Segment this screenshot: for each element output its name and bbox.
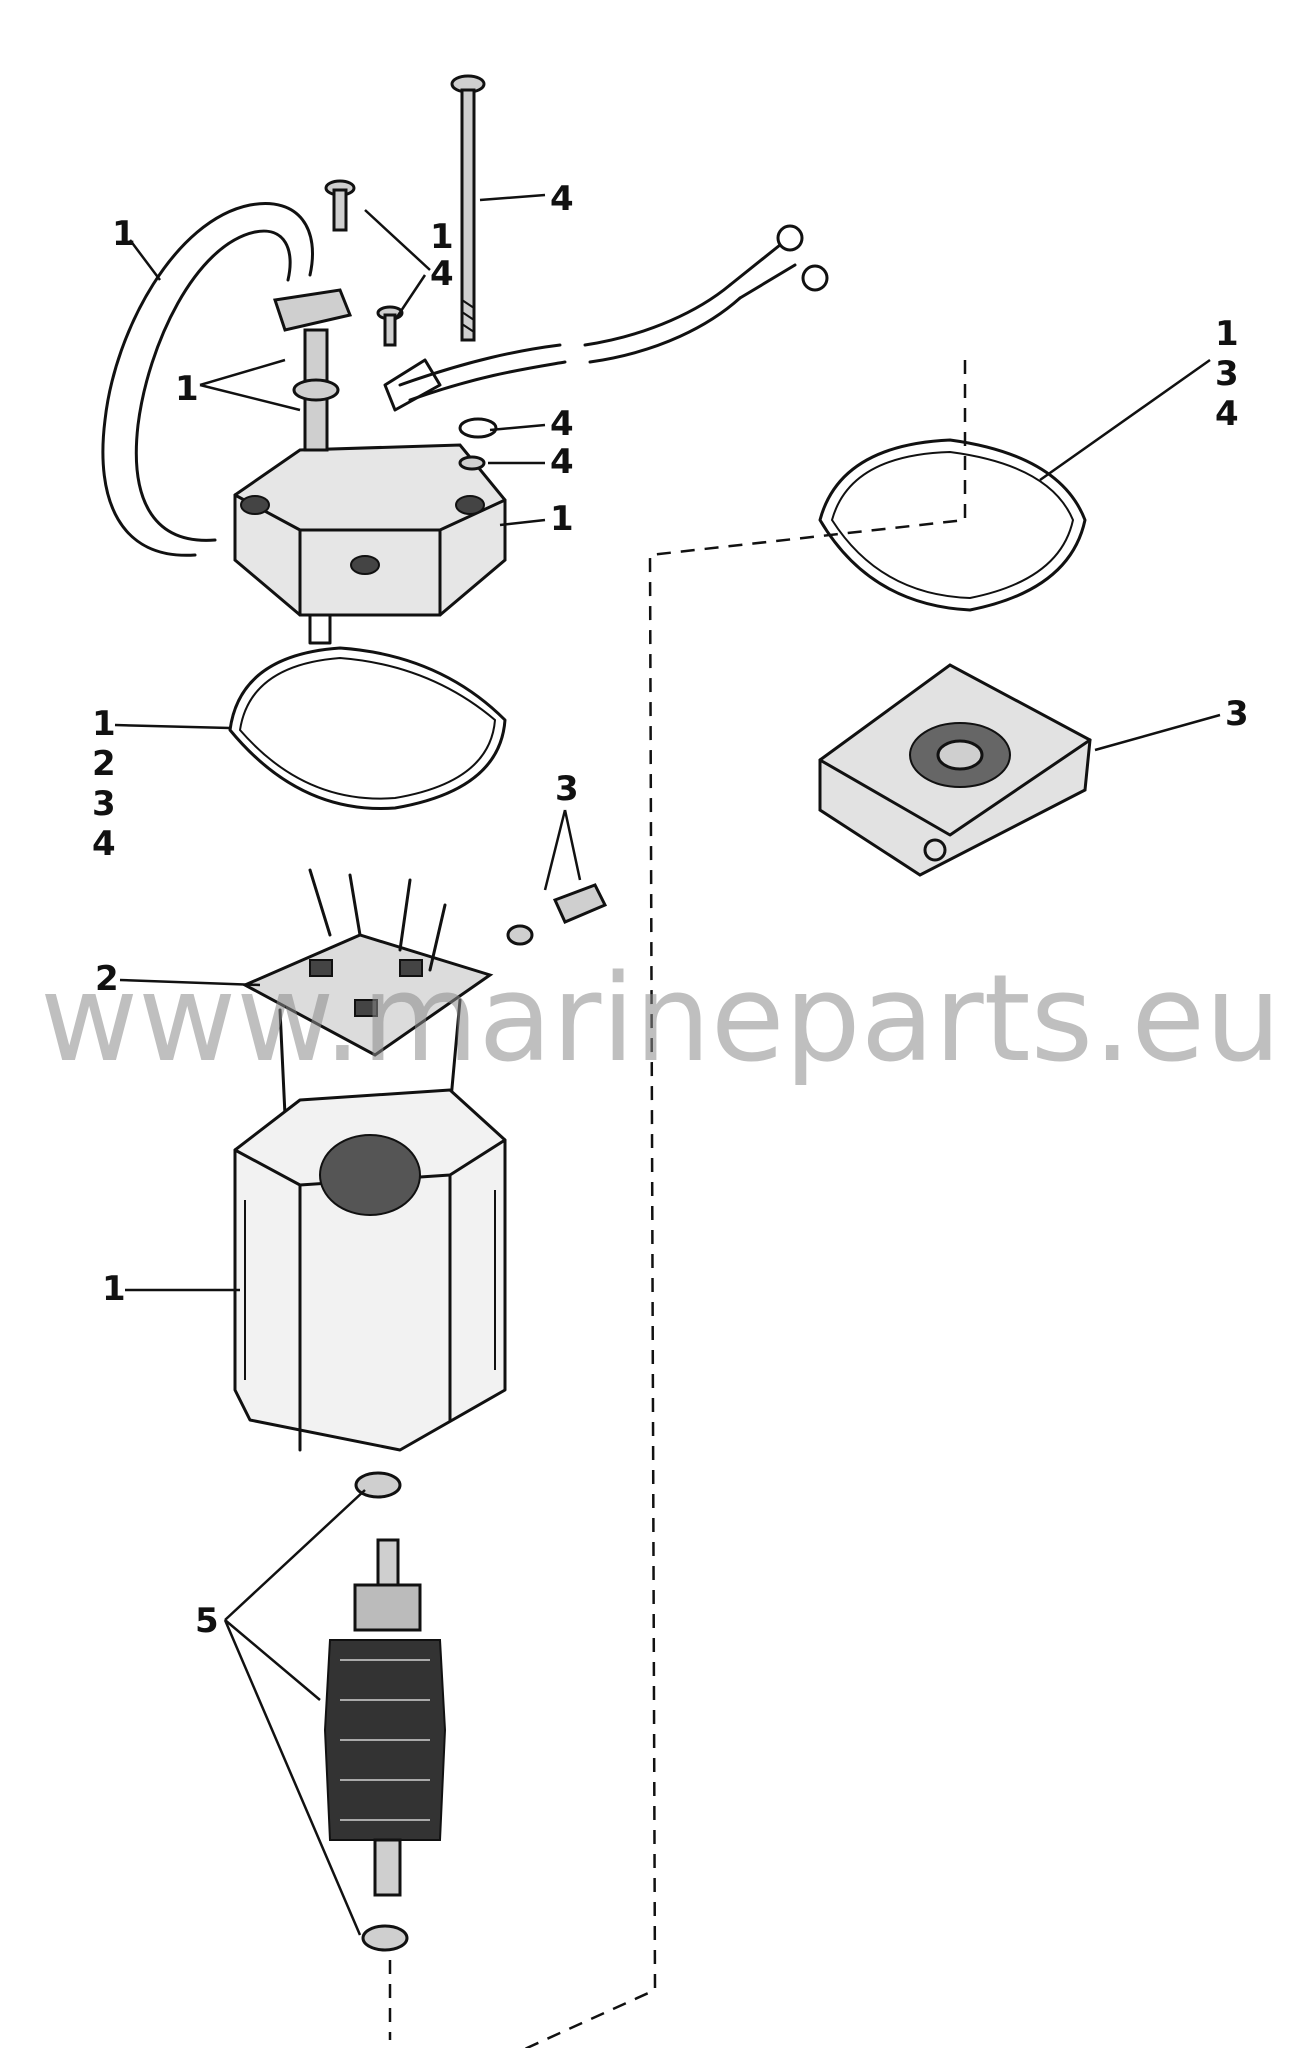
screw-top bbox=[324, 179, 356, 232]
callouts: 1 1 4 4 1 4 4 1 1 3 4 3 1 2 3 4 3 2 1 5 bbox=[92, 179, 1249, 1641]
brush-springs bbox=[506, 883, 608, 946]
callout-hose: 1 bbox=[112, 214, 136, 254]
watermark: www.marineparts.eu bbox=[40, 950, 1281, 1089]
callout-washer-a: 4 bbox=[550, 404, 574, 444]
gasket-mid bbox=[228, 646, 507, 811]
callout-gasket-right-1: 1 bbox=[1215, 314, 1239, 354]
motor-frame bbox=[233, 1088, 507, 1452]
callout-clamp: 1 bbox=[175, 369, 199, 409]
callout-end-plate-right: 3 bbox=[1225, 694, 1249, 734]
callout-armature: 5 bbox=[195, 1601, 219, 1641]
gasket-right bbox=[818, 438, 1087, 612]
armature bbox=[323, 1471, 447, 1952]
washer-b bbox=[458, 455, 486, 471]
callout-washer-b: 4 bbox=[550, 442, 574, 482]
callout-gasket-mid-1: 1 bbox=[92, 704, 116, 744]
callout-gasket-mid-4: 4 bbox=[92, 824, 116, 864]
screw-side bbox=[376, 305, 404, 347]
callout-long-bolt: 4 bbox=[550, 179, 574, 219]
callout-screw-top-2: 4 bbox=[430, 254, 454, 294]
cable-lead bbox=[398, 224, 829, 402]
assembly-dashed-line bbox=[388, 360, 967, 2048]
callout-gasket-mid-2: 2 bbox=[92, 744, 116, 784]
washer-a bbox=[458, 417, 498, 439]
callout-gasket-mid-3: 3 bbox=[92, 784, 116, 824]
callout-end-cap: 1 bbox=[550, 499, 574, 539]
leader-lines bbox=[114, 193, 1221, 1936]
callout-gasket-right-2: 3 bbox=[1215, 354, 1239, 394]
callout-brush-springs: 3 bbox=[555, 769, 579, 809]
callout-screw-top-1: 1 bbox=[430, 217, 454, 257]
callout-motor-frame: 1 bbox=[102, 1269, 126, 1309]
callout-brush-holder: 2 bbox=[95, 959, 119, 999]
end-cap-top bbox=[233, 288, 507, 645]
end-plate-right bbox=[818, 663, 1092, 877]
callout-gasket-right-3: 4 bbox=[1215, 394, 1239, 434]
brush-holder bbox=[241, 868, 494, 1117]
hose bbox=[101, 202, 314, 557]
through-bolt bbox=[450, 74, 486, 342]
